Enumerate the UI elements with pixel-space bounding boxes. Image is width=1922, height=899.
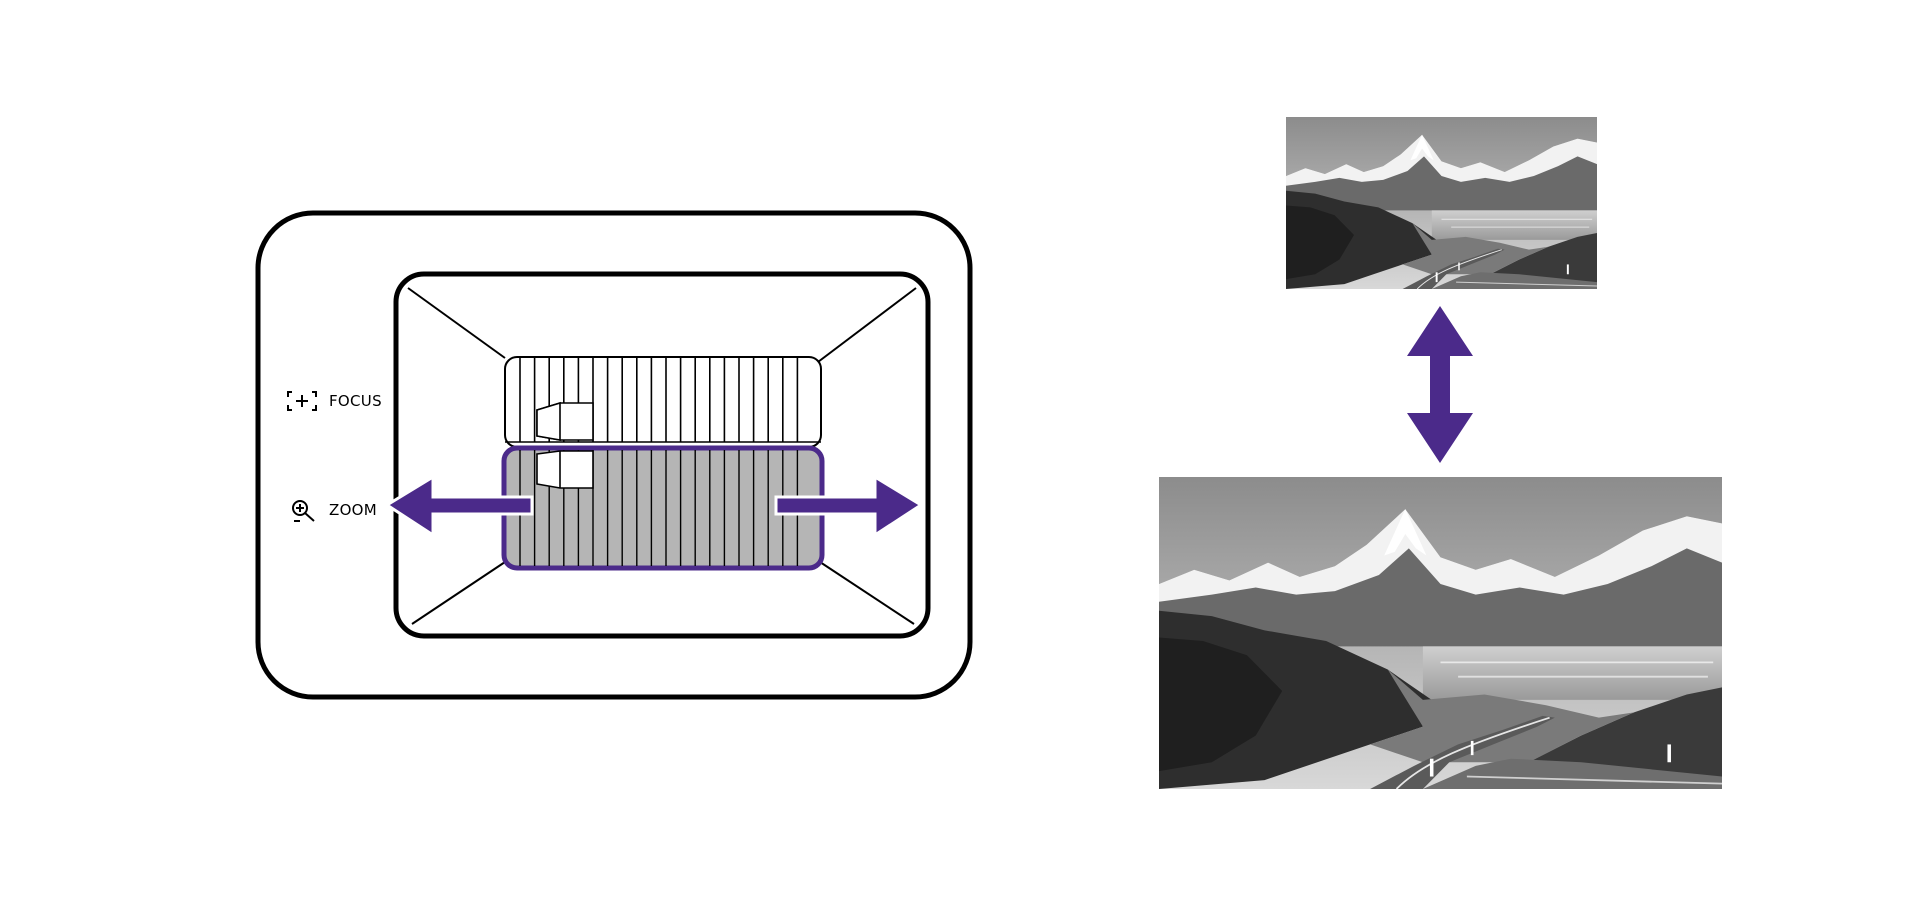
focus-icon [287,391,317,411]
zoom-icon [292,500,315,522]
projected-image-small [1286,117,1597,289]
projected-image-large [1159,477,1722,789]
focus-label: FOCUS [329,392,382,410]
zoom-arrow-right [774,474,924,538]
focus-label-group: FOCUS [287,391,382,411]
zoom-label: ZOOM [329,501,377,519]
zoom-arrow-left [384,474,534,538]
zoom-lever[interactable] [536,401,594,489]
zoom-label-group: ZOOM [292,500,377,522]
size-change-arrow [1407,306,1473,463]
